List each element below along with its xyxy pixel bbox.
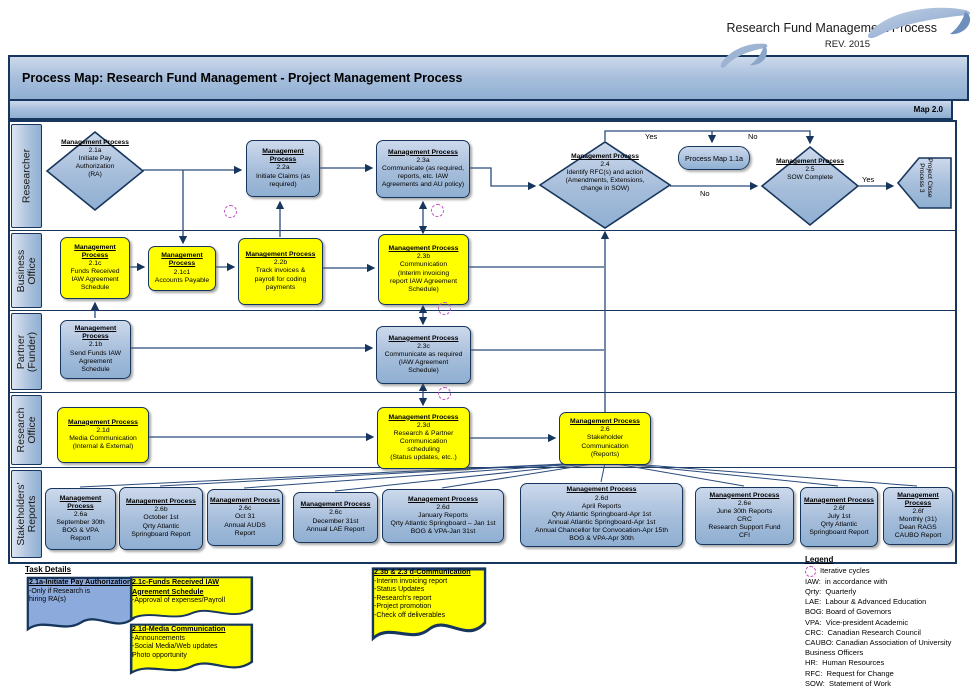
node-process-map-1-1a: Process Map 1.1a xyxy=(678,146,750,170)
page-title: Process Map: Research Fund Management - … xyxy=(22,71,463,85)
task-details-heading: Task Details xyxy=(25,565,72,574)
iterative-cycle-icon xyxy=(438,387,451,400)
legend-item: Qrty: Quarterly xyxy=(805,587,857,597)
map-title-bar: Process Map: Research Fund Management - … xyxy=(8,55,969,101)
iterative-cycle-icon xyxy=(805,565,816,577)
legend-item: RFC: Request for Change xyxy=(805,668,894,678)
legend-iterative-row: Iterative cycles xyxy=(805,565,973,577)
decision-2-5-shape xyxy=(760,145,860,227)
legend-heading: Legend xyxy=(805,555,834,564)
legend-item: SOW: Statement of Work xyxy=(805,678,892,686)
iterative-cycle-icon xyxy=(438,302,451,315)
task-note-2-1d: 2.1d-Media Communication -Announcements … xyxy=(128,622,255,680)
iterative-cycle-icon xyxy=(431,204,444,217)
node-2-4: Management Process 2.4 Identify RFC(s) a… xyxy=(565,153,645,192)
map-version: Map 2.0 xyxy=(913,105,943,114)
logo-revision: REV. 2015 xyxy=(824,39,870,50)
swoosh-logo-icon xyxy=(720,7,971,68)
legend-item: BOG: Board of Governors xyxy=(805,607,892,617)
legend-item: CRC: Canadian Research Council xyxy=(805,627,921,637)
legend: Legend Iterative cycles IAW: in accordan… xyxy=(805,555,973,686)
iterative-cycle-icon xyxy=(224,205,237,218)
node-2-1a: Management Process 2.1a Initiate Pay Aut… xyxy=(61,139,129,178)
node-2-5: Management Process 2.5 SOW Complete xyxy=(776,158,844,181)
lane-label-business-office: Business Office xyxy=(11,233,42,308)
lane-label-researcher: Researcher xyxy=(11,124,42,228)
lane-divider xyxy=(8,230,957,231)
wave-note-shape xyxy=(129,576,254,621)
wave-note-shape xyxy=(371,567,487,642)
wave-note-shape xyxy=(129,623,254,675)
edge-label-no-mid: No xyxy=(700,189,710,198)
task-note-2-3b-2-3d: 2.3b & 2.3 d-Communication -Interim invo… xyxy=(370,565,488,649)
legend-item: IAW: in accordance with xyxy=(805,576,888,586)
wave-note-shape xyxy=(26,576,136,632)
legend-item: CAUBO: Canadian Association of Universit… xyxy=(805,638,952,658)
legend-item: LAE: Labour & Advanced Education xyxy=(805,597,927,607)
decision-2-4-shape xyxy=(538,141,672,229)
legend-item: VPA: Vice-president Academic xyxy=(805,617,909,627)
decision-2-1a-shape xyxy=(45,130,145,212)
lane-divider xyxy=(8,392,957,393)
lane-label-stakeholders-reports: Stakeholders' Reports xyxy=(11,470,42,558)
lane-label-partner-funder: Partner (Funder) xyxy=(11,313,42,390)
task-note-2-1c: 2.1c-Funds Received IAW Agreement Schedu… xyxy=(128,575,255,625)
project-close-pentagon-shape xyxy=(896,157,952,209)
edge-label-no-top: No xyxy=(748,132,758,141)
map-version-band: Map 2.0 xyxy=(8,99,953,120)
legend-item: HR: Human Resources xyxy=(805,658,885,668)
node-project-close: Project Close Process 3 xyxy=(918,158,933,198)
lane-label-research-office: Research Office xyxy=(11,395,42,465)
task-note-2-1a: 2.1a-Initiate Pay Authorization -Only if… xyxy=(25,575,137,637)
lane-divider xyxy=(8,310,957,311)
edge-label-yes-top: Yes xyxy=(645,132,658,141)
edge-label-yes-right: Yes xyxy=(862,175,875,184)
